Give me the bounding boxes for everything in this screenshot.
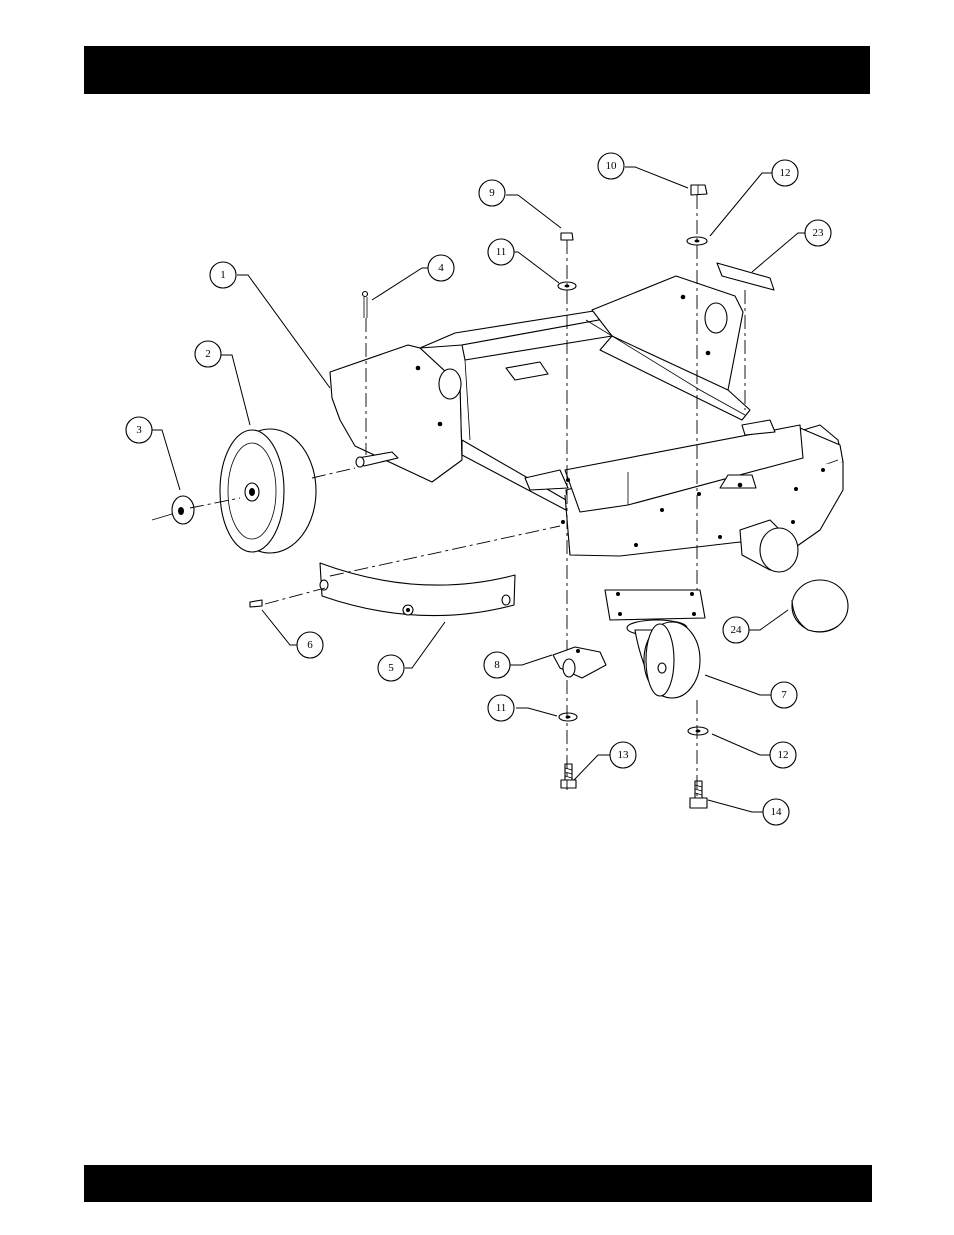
svg-text:6: 6 (307, 639, 313, 651)
callout-9: 9 (479, 180, 505, 206)
callout-11-bottom: 11 (488, 695, 514, 721)
frame-assembly (330, 276, 843, 572)
svg-text:24: 24 (731, 624, 743, 636)
callout-14: 14 (763, 799, 789, 825)
svg-text:23: 23 (813, 227, 825, 239)
callout-6: 6 (297, 632, 323, 658)
caster (605, 590, 705, 698)
callout-23: 23 (805, 220, 831, 246)
bumper-strap (320, 563, 515, 616)
screw (250, 600, 262, 607)
bracket (553, 647, 606, 678)
svg-text:14: 14 (771, 806, 783, 818)
callout-12-bottom: 12 (770, 742, 796, 768)
wheel (220, 429, 316, 553)
svg-text:11: 11 (496, 702, 507, 714)
svg-text:10: 10 (606, 160, 618, 172)
svg-text:9: 9 (489, 187, 495, 199)
right-axle-hole (705, 303, 727, 333)
svg-text:13: 13 (618, 749, 630, 761)
svg-text:3: 3 (136, 424, 142, 436)
footer-bar (84, 1165, 872, 1202)
callout-5: 5 (378, 655, 404, 681)
svg-text:1: 1 (220, 269, 226, 281)
callout-3: 3 (126, 417, 152, 443)
callout-8: 8 (484, 652, 510, 678)
callout-10: 10 (598, 153, 624, 179)
callout-7: 7 (771, 682, 797, 708)
callout-11-top: 11 (488, 239, 514, 265)
callout-13: 13 (610, 742, 636, 768)
left-axle-hole (439, 369, 461, 399)
svg-text:8: 8 (494, 659, 500, 671)
cotter-pin (363, 292, 368, 319)
svg-text:2: 2 (205, 348, 211, 360)
callout-24: 24 (723, 617, 749, 643)
washer-3 (152, 496, 194, 524)
svg-text:11: 11 (496, 246, 507, 258)
callout-4: 4 (428, 255, 454, 281)
svg-text:4: 4 (438, 262, 444, 274)
callout-2: 2 (195, 341, 221, 367)
callout-12-top: 12 (772, 160, 798, 186)
left-side-plate (330, 345, 462, 482)
svg-text:5: 5 (388, 662, 394, 674)
front-tube-end (760, 528, 798, 572)
svg-text:7: 7 (781, 689, 787, 701)
svg-text:12: 12 (778, 749, 789, 761)
callout-1: 1 (210, 262, 236, 288)
svg-text:12: 12 (780, 167, 791, 179)
